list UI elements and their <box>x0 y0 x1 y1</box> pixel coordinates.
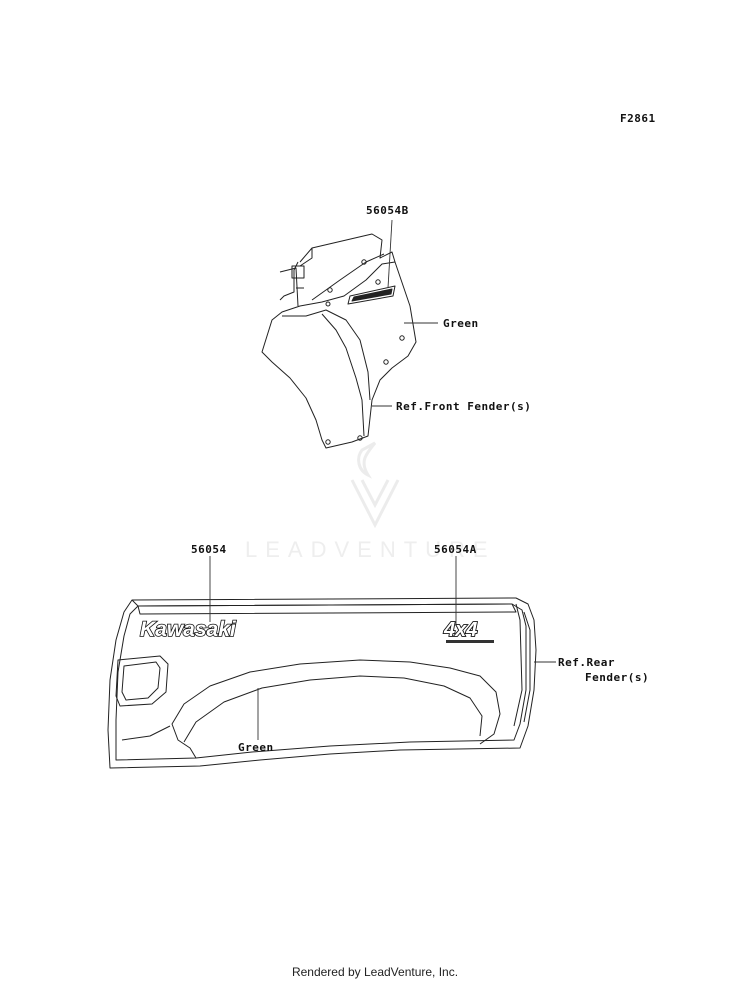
rear-color-label: Green <box>238 741 274 754</box>
rear-fender-reference-line2: Fender(s) <box>585 671 650 684</box>
rear-decal-4x4-badge: 4x4 <box>442 618 494 643</box>
front-fender-drawing <box>261 233 417 449</box>
front-color-label: Green <box>443 317 479 330</box>
watermark-text: LEADVENTURE <box>245 537 496 562</box>
rear-decal-kawasaki: Kawasaki <box>139 617 237 642</box>
four-by-four-decal-lettering: 4x4 <box>443 619 477 641</box>
rear-fender-reference-line1: Ref.Rear <box>558 656 615 669</box>
footer-credit: Rendered by LeadVenture, Inc. <box>291 965 459 979</box>
leader-lines <box>209 219 556 740</box>
figure-code: F2861 <box>620 112 656 125</box>
kawasaki-decal-lettering: Kawasaki <box>140 618 237 641</box>
part-number-56054[interactable]: 56054 <box>191 543 227 556</box>
part-number-56054A[interactable]: 56054A <box>434 543 477 556</box>
rear-fender-drawing <box>107 597 537 769</box>
front-decal-56054B <box>347 285 396 305</box>
part-number-56054B[interactable]: 56054B <box>366 204 409 217</box>
front-fender-reference: Ref.Front Fender(s) <box>396 400 532 413</box>
